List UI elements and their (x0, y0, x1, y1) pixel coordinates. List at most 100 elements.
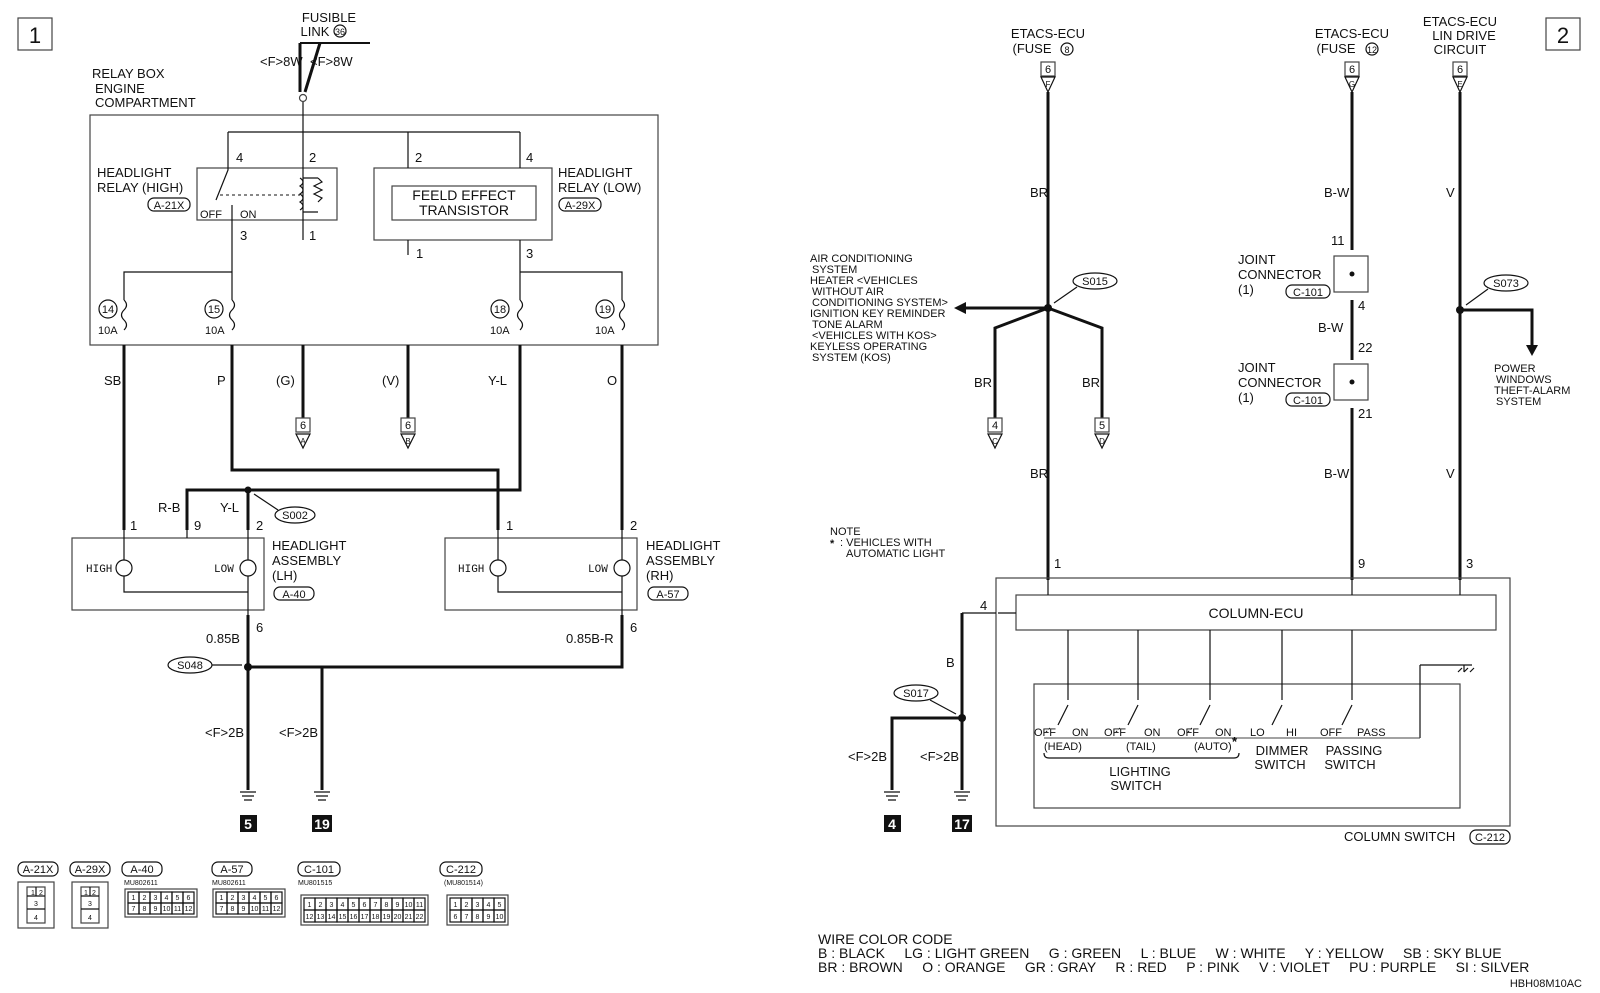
wire-sb: SB (104, 373, 121, 388)
fuse-15-amp: 10A (205, 325, 225, 337)
connector-cell-number: 6 (454, 914, 458, 921)
page-1: 1 FUSIBLE LINK 36 <F>8W <F>8W RELAY BOX … (17, 10, 720, 832)
splice-s015: S015 (1082, 276, 1108, 288)
joint2-label2: CONNECTOR (1238, 375, 1322, 390)
fuse-19-num: 19 (599, 304, 611, 316)
lamp-lh-low-bulb-icon (239, 559, 257, 577)
joint2-pin-top: 22 (1358, 340, 1372, 355)
joint1-label: JOINT (1238, 252, 1276, 267)
wire-f2b-c: <F>2B (848, 749, 887, 764)
wire-bw1: B-W (1324, 185, 1350, 200)
legend-a57-code: A-57 (220, 864, 243, 876)
fuse-14-num: 14 (102, 304, 114, 316)
switch-pass: PASS (1357, 727, 1386, 739)
wire-rb: R-B (158, 500, 180, 515)
connector-cell (270, 902, 283, 915)
joint2-label: JOINT (1238, 360, 1276, 375)
fuse-15-num: 15 (208, 304, 220, 316)
fusible-number: 36 (335, 27, 345, 37)
column-pin4: 4 (980, 598, 987, 613)
connector-cell-number: 1 (220, 895, 224, 902)
wire-bw2: B-W (1318, 320, 1344, 335)
wire-b: B (946, 655, 955, 670)
switch-hi: HI (1286, 727, 1297, 739)
wire-f2b-d: <F>2B (920, 749, 959, 764)
wire-v2: V (1446, 466, 1455, 481)
fuse-feeds (123, 240, 623, 300)
connector-cell-number: 12 (273, 906, 281, 913)
lamp-lh-pin6: 6 (256, 620, 263, 635)
switch-on1: ON (1072, 727, 1089, 739)
joint1-code: C-101 (1293, 287, 1323, 299)
lighting-switch-label2: SWITCH (1110, 778, 1161, 793)
relay-high-pin4: 4 (236, 150, 243, 165)
lamp-lh-high-bulb-icon (115, 559, 133, 577)
connector-cell-number: 20 (394, 914, 402, 921)
air-list-8: KEYLESS OPERATING (810, 341, 927, 353)
connector-cell-number: 14 (328, 914, 336, 921)
lamp-lh-label3: (LH) (272, 568, 297, 583)
joint1-label2: CONNECTOR (1238, 267, 1322, 282)
switch-on3: ON (1215, 727, 1232, 739)
etacs-a-fuse: (FUSE (1013, 41, 1052, 56)
power-list-0: POWER (1494, 363, 1536, 375)
document-id: HBH08M10AC (1510, 978, 1582, 990)
legend-a21x-connector (17, 881, 55, 929)
switch-off3: OFF (1177, 727, 1199, 739)
air-list-7: <VEHICLES WITH KOS> (812, 330, 937, 342)
relay-low-label: HEADLIGHT (558, 165, 632, 180)
etacs-c-title: ETACS-ECU (1423, 14, 1497, 29)
connector-cell-number: 16 (350, 914, 358, 921)
switch-block (1033, 683, 1461, 809)
dimmer-switch-label: DIMMER (1256, 743, 1309, 758)
connector-housing (212, 888, 286, 918)
connector-cell (182, 902, 195, 915)
joint2-pin-bot: 21 (1358, 406, 1372, 421)
svg-text:1: 1 (31, 890, 35, 897)
relay-high-resistor-icon (312, 177, 324, 203)
color-code-row2: BR : BROWN O : ORANGE GR : GRAY R : RED … (818, 959, 1529, 975)
relay-box-bus (227, 102, 521, 155)
column-ecu-label: COLUMN-ECU (1209, 605, 1304, 621)
lamp-lh-code: A-40 (282, 589, 305, 601)
fusible-number-circle (333, 24, 347, 38)
connector-6b-num: 6 (405, 420, 411, 432)
passing-switch-label: PASSING (1326, 743, 1383, 758)
lamp-lh-pin1: 1 (130, 518, 137, 533)
connector-cell-number: 11 (262, 906, 269, 913)
lamp-lh-label2: ASSEMBLY (272, 553, 341, 568)
lamp-lh-high: HIGH (86, 564, 112, 576)
connector-cell-number: 8 (476, 914, 480, 921)
connector-cell-number: 10 (251, 906, 259, 913)
relay-low-code: A-29X (565, 200, 596, 212)
wire-v: (V) (382, 373, 399, 388)
joint1-pin-bot: 4 (1358, 298, 1365, 313)
relay-box-output-wires (122, 345, 624, 530)
relay-box-line2: ENGINE (95, 81, 145, 96)
etacs-wires (1046, 92, 1462, 580)
connector-cell (493, 909, 506, 923)
wire-br4: BR (1030, 466, 1048, 481)
relay-low-pin2: 2 (415, 150, 422, 165)
lamp-rh-low-bulb-icon (613, 559, 631, 577)
relay-low-pin1: 1 (416, 246, 423, 261)
lamp-lh-low: LOW (214, 564, 234, 576)
wire-o: O (607, 373, 617, 388)
relay-box-line3: COMPARTMENT (95, 95, 196, 110)
wire-085br: 0.85B-R (566, 631, 614, 646)
splice-s073: S073 (1493, 278, 1519, 290)
etacs-b-conn-letter: G (1349, 80, 1355, 89)
splice-s017: S017 (903, 688, 929, 700)
relay-high-code-badge (147, 197, 191, 212)
connector-5d-letter: D (1099, 437, 1105, 446)
etacs-c-line3: CIRCUIT (1434, 42, 1487, 57)
fet-label2: TRANSISTOR (419, 202, 509, 218)
joint2-label3: (1) (1238, 390, 1254, 405)
connector-cell-number: 8 (231, 906, 235, 913)
switch-head: (HEAD) (1044, 741, 1082, 753)
connector-cell-number: 4 (341, 902, 345, 909)
air-list-1: SYSTEM (812, 264, 857, 276)
switch-off5: OFF (1320, 727, 1342, 739)
lamp-lh-pin9: 9 (194, 518, 201, 533)
